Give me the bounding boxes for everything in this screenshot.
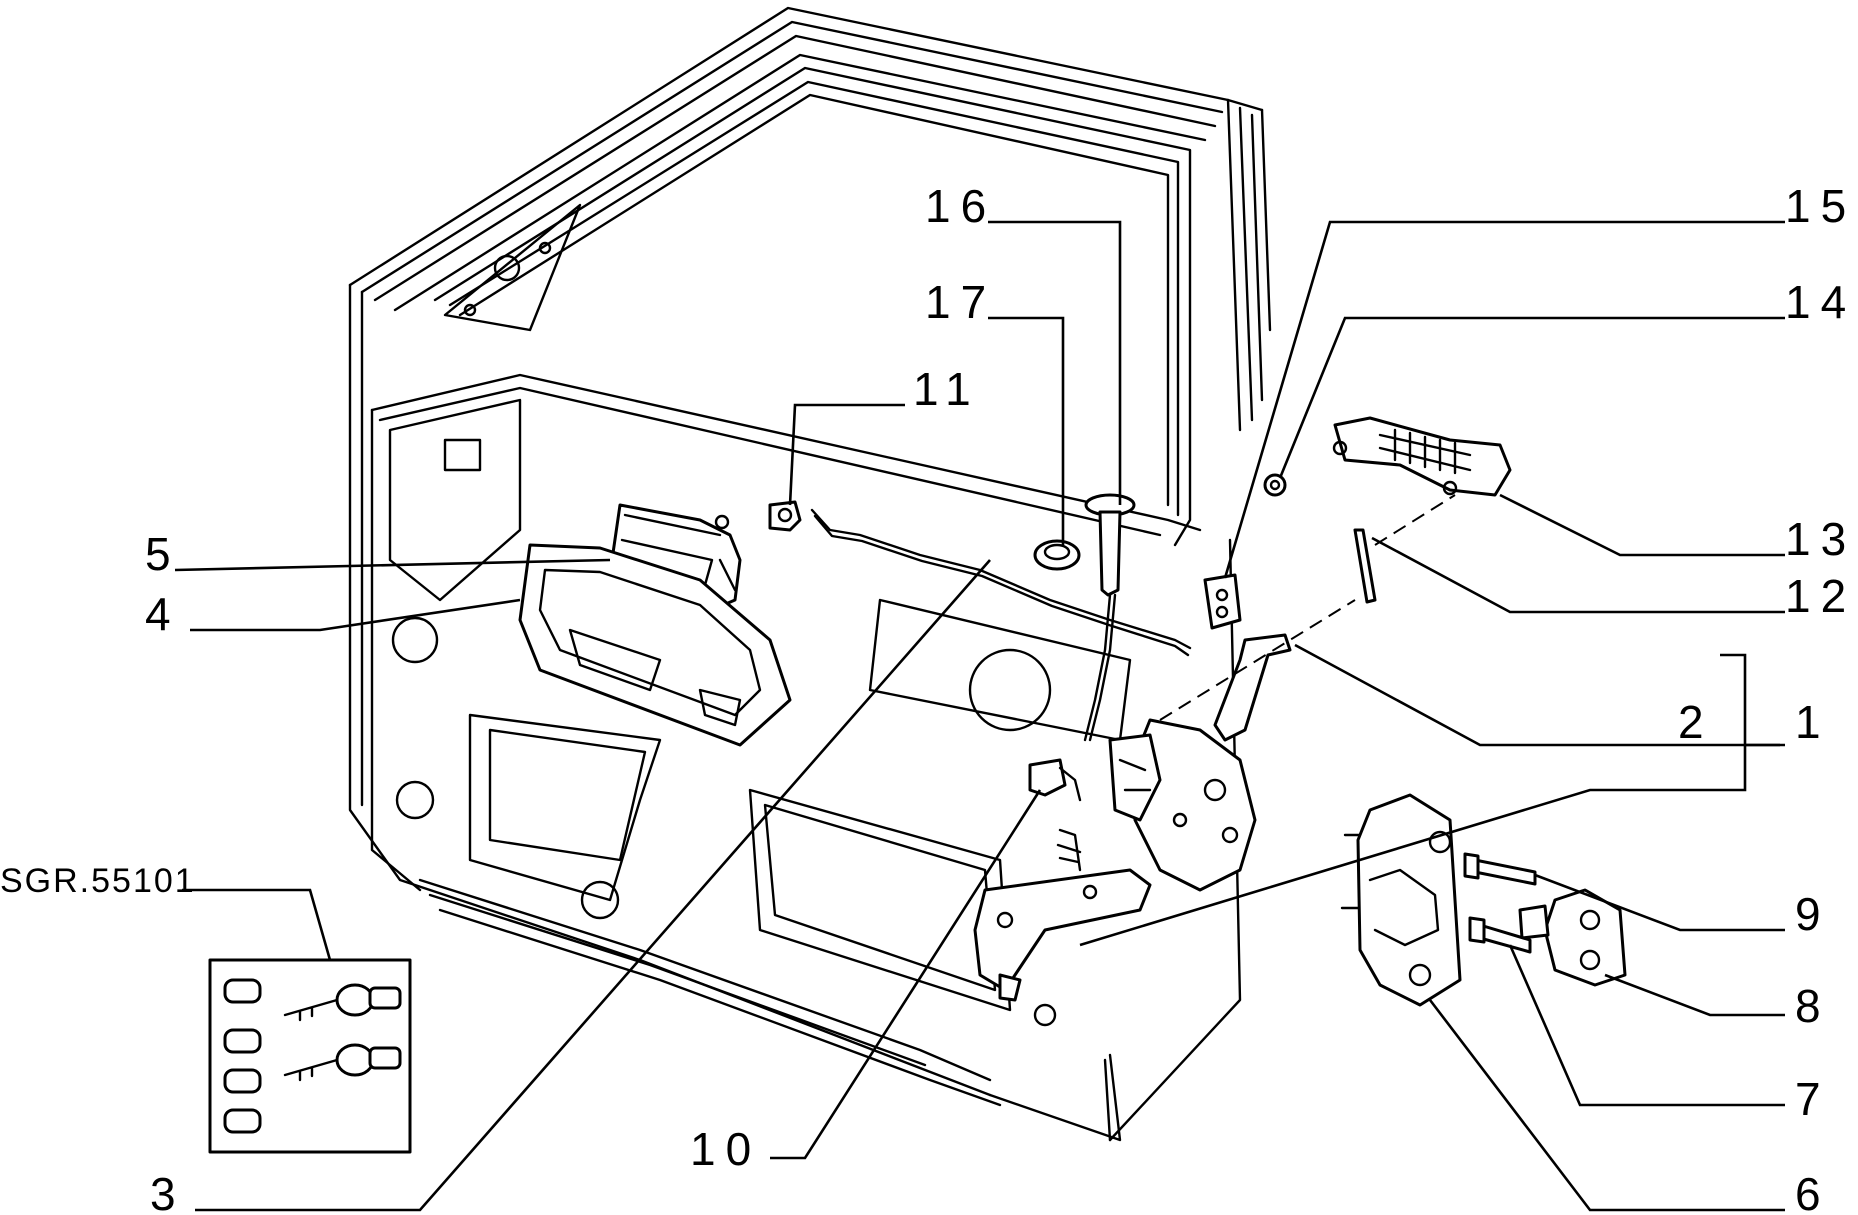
callout-13: 13: [1785, 513, 1856, 565]
part-4-bezel: [518, 543, 792, 747]
callout-7: 7: [1795, 1073, 1831, 1125]
callout-14: 14: [1785, 276, 1856, 328]
callout-8: 8: [1795, 980, 1831, 1032]
part-11-clip: [768, 500, 802, 532]
callout-2: 2: [1678, 696, 1714, 748]
callout-labels: 16 17 11 15 14 13 12 2 1 5 4 9 8 7 6 10 …: [0, 180, 1856, 1215]
leader-lines: [174, 220, 1785, 1212]
part-15-pad: [1203, 573, 1242, 630]
callout-15: 15: [1785, 180, 1856, 232]
callout-6: 6: [1795, 1168, 1831, 1215]
callout-9: 9: [1795, 888, 1831, 940]
callout-17: 17: [925, 276, 996, 328]
part-6-striker: [1340, 793, 1462, 1007]
callout-5: 5: [145, 528, 181, 580]
lock-linkage: [973, 828, 1152, 1002]
door-shell: [348, 6, 1272, 1142]
callout-4: 4: [145, 588, 181, 640]
part-9-screw: [1463, 852, 1537, 886]
part-7-bolt: [1468, 916, 1532, 954]
part-17-grommet: [1033, 539, 1081, 571]
part-8-spacer-plate: [1518, 888, 1627, 987]
reference-code: SGR.55101: [0, 862, 196, 900]
key-icon: [283, 983, 402, 1082]
lock-cylinder-icon: [223, 978, 262, 1134]
part-1-lock-body: [1108, 718, 1257, 892]
callout-1: 1: [1795, 696, 1831, 748]
part-10-clip: [1028, 758, 1082, 802]
part-3-rod: [810, 508, 1192, 657]
part-14-nut: [1263, 473, 1287, 497]
part-12-link-rod: [1353, 528, 1377, 604]
callout-10: 10: [690, 1123, 761, 1175]
callout-3: 3: [150, 1168, 186, 1215]
callout-16: 16: [925, 180, 996, 232]
callout-12: 12: [1785, 570, 1856, 622]
callout-11: 11: [913, 363, 981, 415]
part-2-lever: [1213, 633, 1292, 742]
part-16-lock-rod: [1083, 493, 1136, 742]
part-13-outer-handle: [1332, 416, 1512, 497]
key-kit-box: [208, 958, 412, 1154]
